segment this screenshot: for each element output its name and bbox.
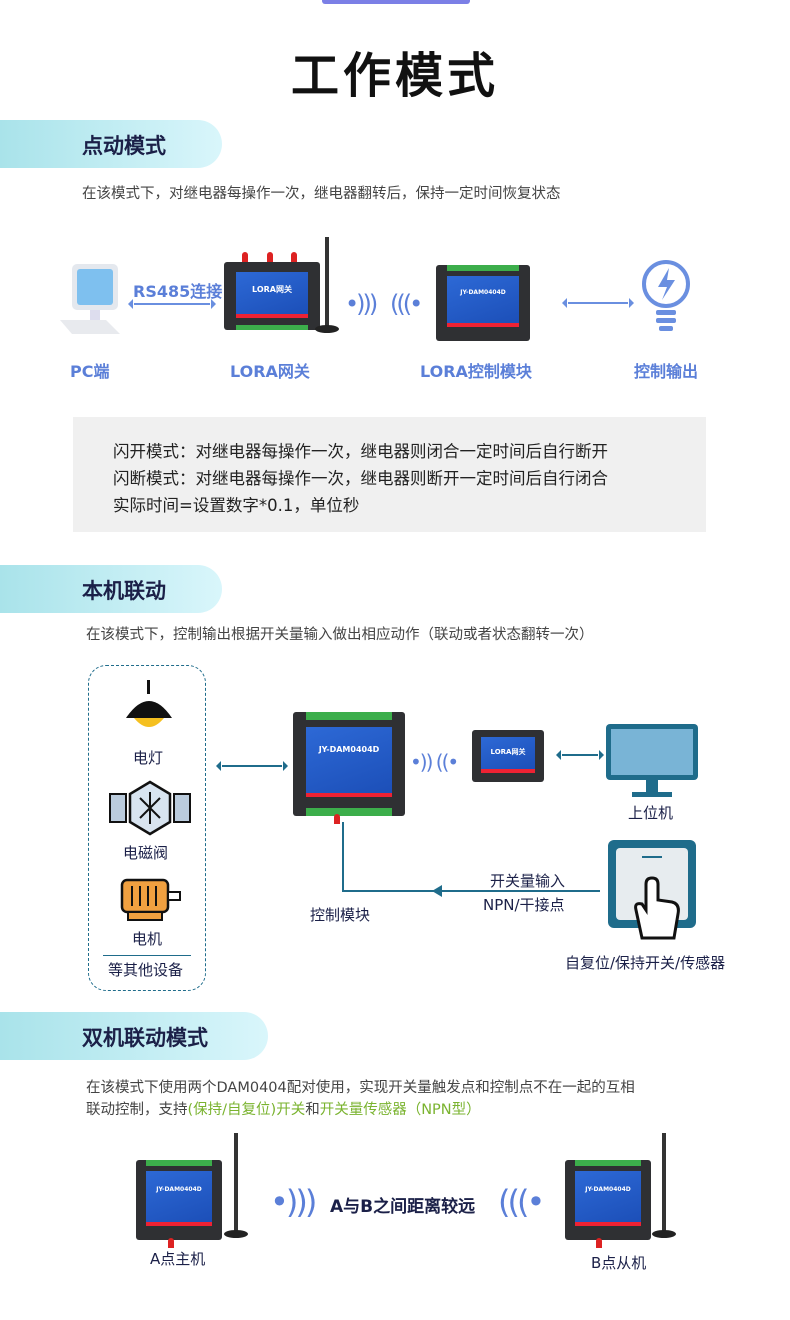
- section-desc: 在该模式下使用两个DAM0404配对使用，实现开关量触发点和控制点不在一起的互相: [86, 1076, 635, 1097]
- top-accent-bar: [322, 0, 470, 4]
- double-arrow: [556, 750, 604, 760]
- connection-line: [342, 890, 600, 892]
- section-title: 本机联动: [82, 579, 166, 603]
- antenna-base: [652, 1230, 676, 1238]
- divider: [103, 955, 191, 956]
- arrow-head-icon: [432, 885, 442, 897]
- input-label: 开关量输入: [490, 872, 566, 890]
- lora-control-module: JY-DAM0404D: [436, 265, 530, 341]
- antenna-icon: [291, 252, 297, 262]
- antenna-icon: [234, 1133, 238, 1233]
- antenna-base: [315, 325, 339, 333]
- distance-label: A与B之间距离较远: [330, 1197, 476, 1217]
- rs485-label: RS485连接: [133, 282, 223, 301]
- double-arrow: [216, 761, 288, 771]
- antenna-icon: [596, 1238, 602, 1248]
- switch-press-icon: [608, 840, 696, 940]
- bulb-lightning-icon: [642, 260, 690, 331]
- switch-label: 自复位/保持开关/传感器: [565, 954, 726, 972]
- wireless-signal-icon: •))): [345, 290, 378, 318]
- label-gateway: LORA网关: [230, 362, 310, 381]
- section-header-local-link: 本机联动: [0, 565, 222, 613]
- double-arrow: [562, 298, 634, 308]
- desc-text: 联动控制，支持: [86, 1102, 188, 1118]
- section-desc: 在该模式下，对继电器每操作一次，继电器翻转后，保持一定时间恢复状态: [82, 186, 561, 202]
- section-header-jog: 点动模式: [0, 120, 222, 168]
- antenna-icon: [267, 252, 273, 262]
- input-type-label: NPN/干接点: [483, 896, 565, 914]
- antenna-base: [224, 1230, 248, 1238]
- section-header-dual-link: 双机联动模式: [0, 1012, 268, 1060]
- devices-group: [88, 665, 206, 991]
- antenna-icon: [242, 252, 248, 262]
- note-line: 闪开模式：对继电器每操作一次，继电器则闭合一定时间后自行断开: [113, 442, 608, 461]
- wireless-signal-icon: (((•: [390, 290, 423, 318]
- pc-icon: [60, 264, 120, 334]
- motor-icon: [120, 878, 181, 921]
- label-module: LORA控制模块: [420, 362, 532, 381]
- device-label: LORA网关: [490, 747, 526, 756]
- lora-gateway-device: LORA网关: [224, 262, 320, 330]
- device-label: JY-DAM0404D: [156, 1185, 202, 1193]
- antenna-icon: [334, 814, 340, 824]
- antenna-icon: [168, 1238, 174, 1248]
- module-b-device: JY-DAM0404D: [565, 1160, 651, 1240]
- module-label: 控制模块: [310, 906, 371, 924]
- page-title: 工作模式: [290, 48, 499, 104]
- section-title: 点动模式: [82, 134, 166, 158]
- others-label: 等其他设备: [108, 961, 184, 979]
- antenna-icon: [662, 1133, 666, 1233]
- module-a-device: JY-DAM0404D: [136, 1160, 222, 1240]
- desc-text: 和: [305, 1102, 320, 1118]
- antenna-icon: [325, 237, 329, 329]
- wireless-signal-icon: (((•: [498, 1183, 545, 1221]
- device-label: 电机: [132, 930, 163, 948]
- highlight-text: (保持/自复位)开关: [187, 1102, 306, 1118]
- label-pc: PC端: [70, 362, 110, 381]
- double-arrow: [128, 299, 216, 309]
- control-module-device: JY-DAM0404D: [293, 712, 405, 816]
- connection-line: [342, 822, 344, 892]
- device-label: 电灯: [133, 749, 164, 767]
- section-desc: 在该模式下，控制输出根据开关量输入做出相应动作（联动或者状态翻转一次）: [86, 627, 594, 643]
- note-line: 闪断模式：对继电器每操作一次，继电器则断开一定时间后自行闭合: [113, 469, 608, 488]
- monitor-icon: [606, 724, 698, 797]
- section-title: 双机联动模式: [82, 1026, 208, 1050]
- highlight-text: 开关量传感器（NPN型）: [319, 1102, 481, 1118]
- host-label: 上位机: [628, 804, 674, 822]
- device-label: 电磁阀: [123, 844, 169, 862]
- label-a: A点主机: [150, 1250, 206, 1268]
- label-b: B点从机: [591, 1254, 647, 1272]
- section-desc: 联动控制，支持(保持/自复位)开关和开关量传感器（NPN型）: [86, 1098, 481, 1119]
- wireless-signal-icon: •)) ((•: [410, 750, 459, 774]
- note-line: 实际时间=设置数字*0.1，单位秒: [113, 496, 360, 515]
- label-output: 控制输出: [634, 362, 699, 381]
- notes-box: 闪开模式：对继电器每操作一次，继电器则闭合一定时间后自行断开 闪断模式：对继电器…: [73, 417, 706, 532]
- lora-gateway-device: LORA网关: [472, 730, 544, 782]
- lamp-icon: [126, 680, 172, 727]
- solenoid-valve-icon: [109, 780, 191, 836]
- device-label: LORA网关: [252, 284, 292, 294]
- device-label: JY-DAM0404D: [585, 1185, 631, 1193]
- desc-text: 在该模式下使用两个DAM0404配对使用，实现开关量触发点和控制点不在一起的互相: [86, 1080, 635, 1096]
- wireless-signal-icon: •))): [270, 1183, 317, 1221]
- device-label: JY-DAM0404D: [318, 745, 380, 755]
